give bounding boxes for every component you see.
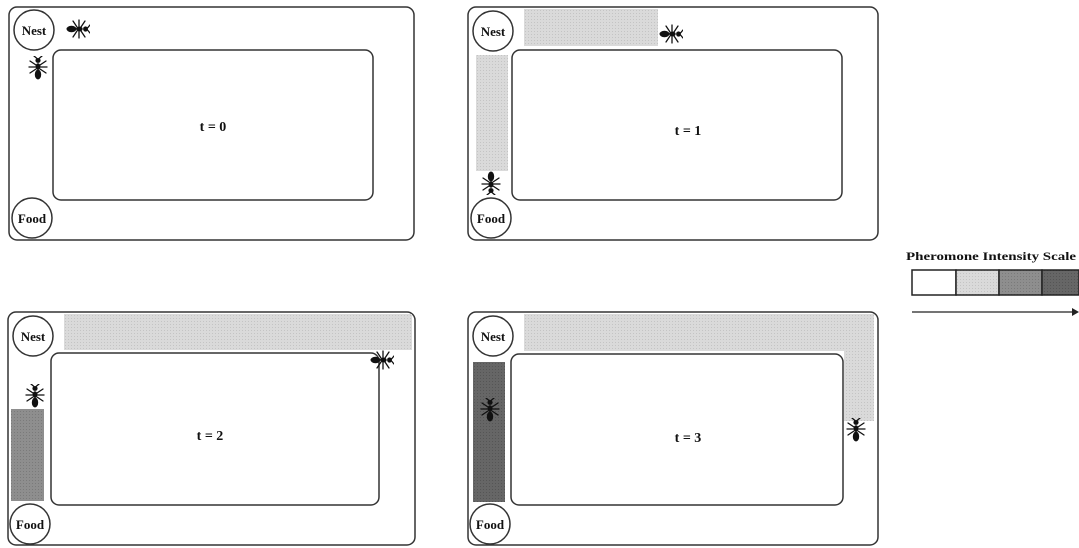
panel-t2: t = 2 Nest Food [7, 311, 416, 546]
nest-node [472, 315, 514, 357]
legend-swatch-medium [998, 269, 1043, 296]
food-node [11, 197, 53, 239]
inner-obstacle [52, 49, 374, 201]
legend-swatch-light [955, 269, 1000, 296]
food-label: Food [18, 211, 47, 226]
food-label: Food [477, 211, 506, 226]
time-label: t = 3 [675, 431, 702, 446]
legend-title: Pheromone Intensity Scale [906, 249, 1077, 263]
pheromone-trail-light [524, 314, 874, 351]
panel-t3: t = 3 Nest Food [467, 311, 879, 546]
food-label: Food [476, 517, 505, 532]
inner-obstacle [511, 49, 843, 201]
time-label: t = 1 [675, 124, 702, 139]
legend-swatch-dark [1041, 269, 1079, 296]
pheromone-trail-light [844, 351, 874, 421]
legend-swatch-none [911, 269, 957, 296]
nest-node [472, 10, 514, 52]
pheromone-trail-light [64, 314, 412, 350]
nest-node [13, 9, 55, 51]
nest-label: Nest [21, 329, 46, 344]
nest-label: Nest [481, 24, 506, 39]
inner-obstacle [510, 353, 844, 506]
nest-node [12, 315, 54, 357]
pheromone-trail-light [476, 55, 508, 171]
food-node [469, 503, 511, 545]
pheromone-trail-medium [11, 409, 44, 501]
food-node [9, 503, 51, 545]
inner-obstacle [50, 352, 380, 506]
nest-label: Nest [481, 329, 506, 344]
time-label: t = 0 [200, 120, 227, 135]
pheromone-trail-dark [473, 362, 505, 502]
arrow-right-icon [912, 308, 1079, 316]
pheromone-trail-light [524, 9, 658, 46]
nest-label: Nest [22, 23, 47, 38]
food-node [470, 197, 512, 239]
panel-t1: t = 1 Nest Food [467, 6, 879, 241]
panel-t0: t = 0 Nest Food [8, 6, 415, 241]
pheromone-legend: Pheromone Intensity Scale [906, 249, 1079, 316]
food-label: Food [16, 517, 45, 532]
time-label: t = 2 [197, 429, 224, 444]
